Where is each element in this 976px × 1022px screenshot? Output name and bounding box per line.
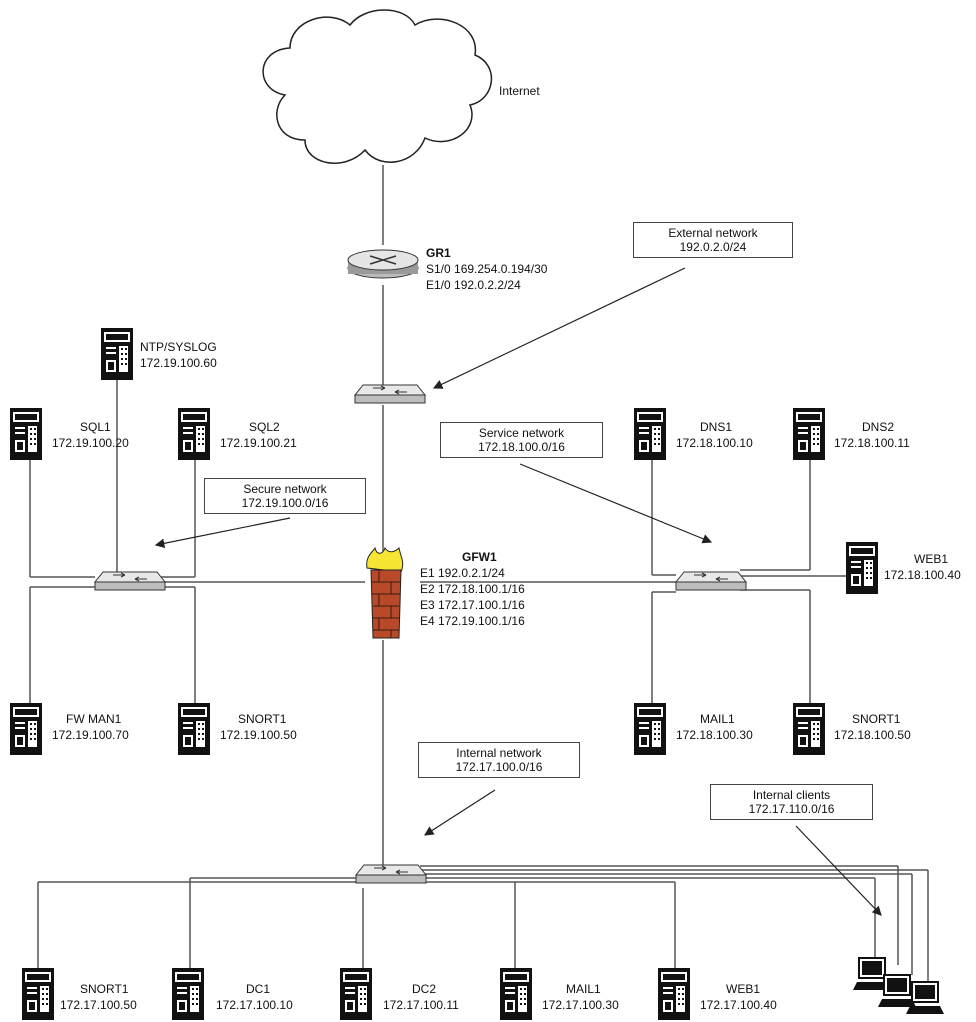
firewall-name: GFW1 [462, 550, 497, 564]
snort-internal-ip: 172.17.100.50 [60, 998, 137, 1012]
service-network-box: Service network 172.18.100.0/16 [440, 422, 603, 458]
firewall-icon [366, 546, 404, 639]
external-network-cidr: 192.0.2.0/24 [679, 240, 747, 254]
dns1-server-icon [634, 408, 666, 460]
firewall-interface-e1: E1 192.0.2.1/24 [420, 566, 505, 580]
dns2-name: DNS2 [862, 420, 895, 434]
mail-internal-name: MAIL1 [566, 982, 601, 996]
sql1-name: SQL1 [80, 420, 111, 434]
internet-cloud-icon [262, 9, 492, 164]
snort-service-name: SNORT1 [852, 712, 901, 726]
internal-network-cidr: 172.17.100.0/16 [455, 760, 543, 774]
web-service-server-icon [846, 542, 878, 594]
mail-service-server-icon [634, 703, 666, 755]
internal-network-box: Internal network 172.17.100.0/16 [418, 742, 580, 778]
network-links [29, 165, 929, 985]
callout-arrows [154, 267, 882, 916]
dns2-server-icon [793, 408, 825, 460]
fwman1-ip: 172.19.100.70 [52, 728, 129, 742]
mail-internal-ip: 172.17.100.30 [542, 998, 619, 1012]
web-service-name: WEB1 [914, 552, 949, 566]
fwman1-server-icon [10, 703, 42, 755]
sql2-ip: 172.19.100.21 [220, 436, 297, 450]
fwman1-name: FW MAN1 [66, 712, 122, 726]
web-internal-server-icon [658, 968, 690, 1020]
service-network-title: Service network [478, 426, 565, 440]
mail-service-name: MAIL1 [700, 712, 735, 726]
web-internal-name: WEB1 [726, 982, 761, 996]
firewall-interface-e4: E4 172.19.100.1/16 [420, 614, 525, 628]
sql1-server-icon [10, 408, 42, 460]
dc2-name: DC2 [412, 982, 437, 996]
dc1-ip: 172.17.100.10 [216, 998, 293, 1012]
secure-network-title: Secure network [243, 482, 327, 496]
service-switch-icon [675, 571, 747, 591]
dns2-ip: 172.18.100.11 [834, 436, 910, 450]
dns1-ip: 172.18.100.10 [676, 436, 753, 450]
router-interface-e1: E1/0 192.0.2.2/24 [426, 278, 521, 292]
secure-network-cidr: 172.19.100.0/16 [241, 496, 329, 510]
ntp-syslog-ip: 172.19.100.60 [140, 356, 217, 370]
secure-network-box: Secure network 172.19.100.0/16 [204, 478, 366, 514]
external-switch-icon [354, 384, 426, 404]
ntp-syslog-name: NTP/SYSLOG [140, 340, 217, 354]
snort-secure-ip: 172.19.100.50 [220, 728, 297, 742]
internal-clients-box: Internal clients 172.17.110.0/16 [710, 784, 873, 820]
mail-service-ip: 172.18.100.30 [676, 728, 753, 742]
internal-clients-title: Internal clients [752, 788, 831, 802]
internal-switch-icon [355, 864, 427, 884]
internet-label: Internet [499, 84, 540, 98]
firewall-interface-e2: E2 172.18.100.1/16 [420, 582, 525, 596]
dc2-server-icon [340, 968, 372, 1020]
snort-service-server-icon [793, 703, 825, 755]
dc1-name: DC1 [246, 982, 271, 996]
snort-internal-server-icon [22, 968, 54, 1020]
web-internal-ip: 172.17.100.40 [700, 998, 777, 1012]
snort-secure-name: SNORT1 [238, 712, 287, 726]
snort-service-ip: 172.18.100.50 [834, 728, 911, 742]
firewall-interface-e3: E3 172.17.100.1/16 [420, 598, 525, 612]
router-name: GR1 [426, 246, 451, 260]
internal-network-title: Internal network [456, 746, 542, 760]
external-network-title: External network [668, 226, 758, 240]
sql2-server-icon [178, 408, 210, 460]
web-service-ip: 172.18.100.40 [884, 568, 961, 582]
dc2-ip: 172.17.100.11 [383, 998, 459, 1012]
external-network-box: External network 192.0.2.0/24 [633, 222, 793, 258]
snort-internal-name: SNORT1 [80, 982, 129, 996]
service-network-cidr: 172.18.100.0/16 [478, 440, 565, 454]
mail-internal-server-icon [500, 968, 532, 1020]
secure-switch-icon [94, 571, 166, 591]
router-interface-s1: S1/0 169.254.0.194/30 [426, 262, 548, 276]
sql2-name: SQL2 [249, 420, 280, 434]
sql1-ip: 172.19.100.20 [52, 436, 129, 450]
router-icon [347, 249, 419, 279]
client-pc-icon [877, 974, 917, 1008]
client-pc-icon [905, 981, 945, 1015]
ntp-syslog-server-icon [101, 328, 133, 380]
dns1-name: DNS1 [700, 420, 733, 434]
dc1-server-icon [172, 968, 204, 1020]
internal-clients-cidr: 172.17.110.0/16 [748, 802, 835, 816]
snort-secure-server-icon [178, 703, 210, 755]
